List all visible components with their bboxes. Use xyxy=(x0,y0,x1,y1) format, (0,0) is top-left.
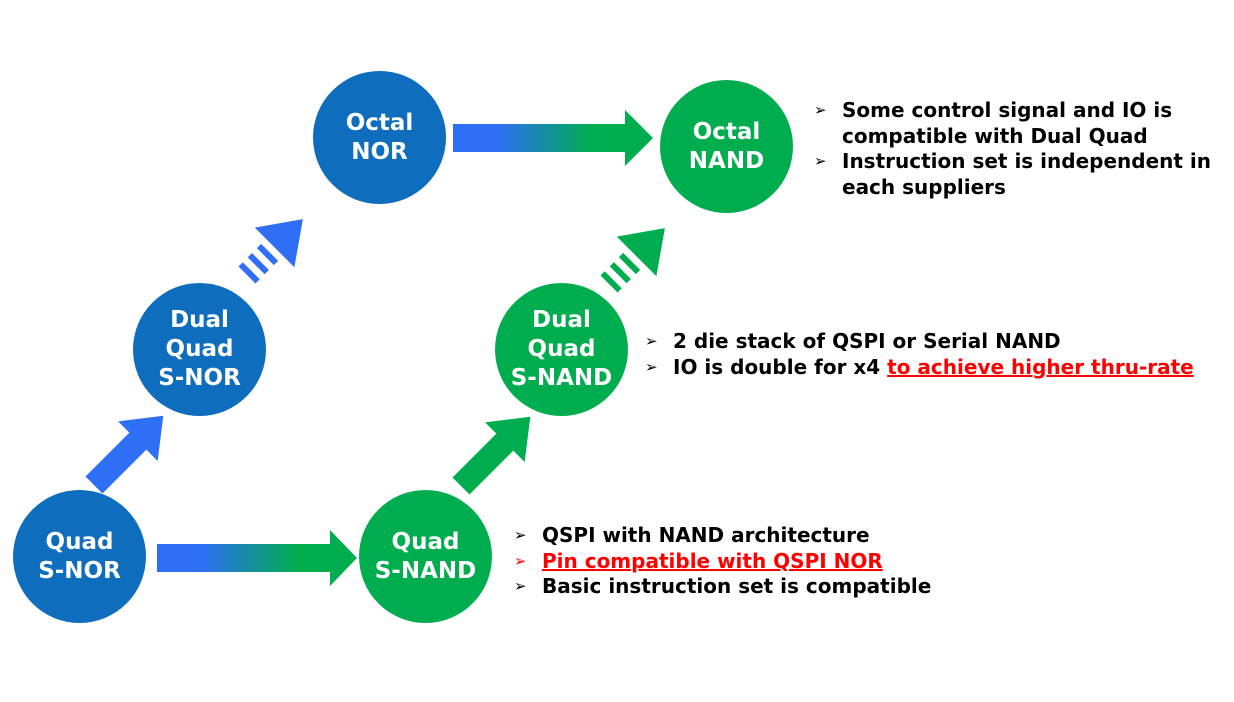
arrowhead-bullet-icon: ➢ xyxy=(814,101,827,119)
highlight-text: to achieve higher thru-rate xyxy=(887,354,1194,379)
dashed-arrow-dual-quad-snor-to-octal-nor xyxy=(238,219,303,284)
arrow-quad-snor-to-quad-snand xyxy=(157,530,357,586)
notes-octal-nand: ➢ Some control signal and IO is compatib… xyxy=(812,98,1222,200)
note-item: ➢ Some control signal and IO is compatib… xyxy=(812,98,1222,149)
node-quad-s-nand: Quad S-NAND xyxy=(359,490,492,623)
note-text: 2 die stack of QSPI or Serial NAND xyxy=(673,329,1061,353)
note-text: Instruction set is independent in each s… xyxy=(842,149,1212,199)
notes-quad-s-nand: ➢ QSPI with NAND architecture ➢ Pin comp… xyxy=(512,523,1072,600)
node-quad-s-nor: Quad S-NOR xyxy=(13,490,146,623)
arrowhead-bullet-icon: ➢ xyxy=(645,357,658,376)
note-item-highlighted: ➢ Pin compatible with QSPI NOR xyxy=(512,549,1072,575)
arrow-quad-snand-to-dual-quad-snand xyxy=(452,416,531,495)
note-text: IO is double for x4 xyxy=(673,354,888,379)
note-item: ➢ Instruction set is independent in each… xyxy=(812,149,1222,200)
arrowhead-bullet-icon: ➢ xyxy=(514,577,527,595)
arrowhead-bullet-icon: ➢ xyxy=(645,332,658,350)
node-dual-quad-s-nor: Dual Quad S-NOR xyxy=(133,283,266,416)
note-text: QSPI with NAND architecture xyxy=(542,523,870,547)
note-item: ➢ QSPI with NAND architecture xyxy=(512,523,1072,549)
notes-dual-quad-s-nand: ➢ 2 die stack of QSPI or Serial NAND ➢ I… xyxy=(643,329,1228,380)
note-item: ➢ 2 die stack of QSPI or Serial NAND xyxy=(643,329,1228,355)
arrow-octal-nor-to-octal-nand xyxy=(453,110,653,166)
arrow-quad-snor-to-dual-quad-snor xyxy=(85,415,164,494)
arrowhead-bullet-icon: ➢ xyxy=(814,152,827,170)
node-octal-nor: Octal NOR xyxy=(313,71,446,204)
arrowhead-bullet-icon: ➢ xyxy=(514,526,527,544)
note-item: ➢ Basic instruction set is compatible xyxy=(512,574,1072,600)
arrowhead-bullet-icon: ➢ xyxy=(514,551,527,570)
node-dual-quad-s-nand: Dual Quad S-NAND xyxy=(495,283,628,416)
note-text: Some control signal and IO is compatible… xyxy=(842,98,1173,148)
note-text: Basic instruction set is compatible xyxy=(542,574,932,598)
node-octal-nand: Octal NAND xyxy=(660,80,793,213)
note-item: ➢ IO is double for x4 to achieve higher … xyxy=(643,355,1228,381)
dashed-arrow-dual-quad-snand-to-octal-nand xyxy=(600,228,665,293)
note-text: Pin compatible with QSPI NOR xyxy=(542,548,883,573)
